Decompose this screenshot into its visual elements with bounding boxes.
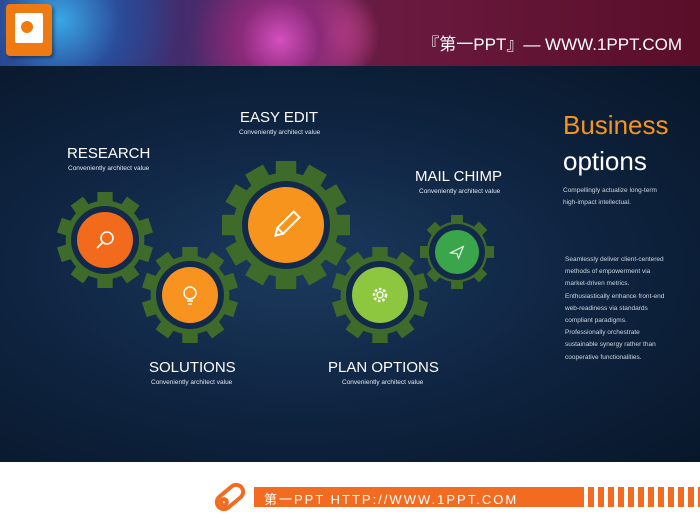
easy-edit-sub: Conveniently architect value xyxy=(239,129,321,136)
plan-options-circle xyxy=(352,267,408,323)
footer-stripes xyxy=(588,487,700,507)
site-title: 『第一PPT』— WWW.1PPT.COM xyxy=(422,35,682,54)
options-title: options xyxy=(563,146,647,176)
research-gear xyxy=(56,192,154,288)
business-title: Business xyxy=(563,110,669,140)
solutions-sub: Conveniently architect value xyxy=(151,379,233,386)
header-banner: 『第一PPT』— WWW.1PPT.COM xyxy=(0,0,700,66)
business-paragraph: Seamlessly deliver client-centered metho… xyxy=(565,256,665,361)
solutions-label: SOLUTIONS xyxy=(149,359,236,376)
gear-diagram xyxy=(56,161,494,343)
easy-edit-circle xyxy=(248,187,324,263)
plan-options-label: PLAN OPTIONS xyxy=(328,359,439,376)
mail-chimp-label: MAIL CHIMP xyxy=(415,168,502,185)
paperclip-icon xyxy=(214,482,246,512)
mail-chimp-circle xyxy=(435,230,479,274)
plan-options-gear xyxy=(331,247,429,343)
easy-edit-gear xyxy=(222,161,350,289)
search-icon xyxy=(96,231,114,249)
mail-chimp-gear xyxy=(420,215,494,289)
footer-link[interactable]: 第一PPT HTTP://WWW.1PPT.COM xyxy=(254,487,584,507)
business-description: Compellingly actualize long-term high-im… xyxy=(563,187,657,206)
solutions-circle xyxy=(162,267,218,323)
plan-options-sub: Conveniently architect value xyxy=(342,379,424,386)
research-label: RESEARCH xyxy=(67,145,151,162)
research-sub: Conveniently architect value xyxy=(68,165,150,172)
powerpoint-icon xyxy=(6,4,52,56)
easy-edit-label: EASY EDIT xyxy=(240,109,319,126)
pencil-icon xyxy=(274,210,301,237)
gear-icon xyxy=(372,287,388,303)
research-circle xyxy=(77,212,133,268)
paper-plane-icon xyxy=(448,245,465,260)
mail-chimp-sub: Conveniently architect value xyxy=(419,188,501,195)
lightbulb-icon xyxy=(183,286,197,305)
solutions-gear xyxy=(141,247,239,343)
